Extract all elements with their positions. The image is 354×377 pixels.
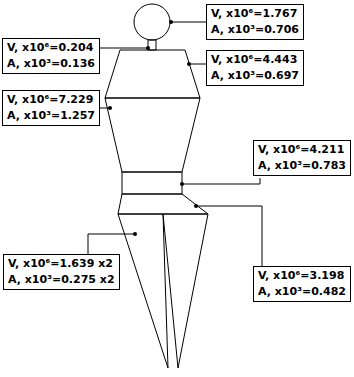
value-text: A, x10³=0.706: [211, 22, 299, 38]
value-text: V, x10⁶=0.204: [7, 40, 95, 56]
value-box: V, x10⁶=4.211A, x10³=0.783: [253, 140, 351, 176]
leader-line: [171, 22, 210, 23]
leader-line: [196, 206, 262, 266]
value-text: A, x10³=0.482: [258, 284, 346, 300]
value-text: A, x10³=0.783: [258, 158, 346, 174]
value-text: V, x10⁶=7.229: [7, 92, 95, 108]
value-box: V, x10⁶=3.198A, x10³=0.482: [253, 266, 351, 302]
abdomen-shape: [105, 98, 200, 172]
chest-shape: [105, 50, 200, 98]
head-shape: [134, 4, 170, 40]
leader-dot: [146, 46, 150, 50]
leader-dot: [194, 204, 198, 208]
value-box: V, x10⁶=4.443A, x10³=0.697: [206, 50, 304, 86]
leader-line: [88, 234, 135, 254]
value-box: V, x10⁶=0.204A, x10³=0.136: [2, 38, 100, 74]
leader-dot: [169, 20, 173, 24]
value-text: A, x10³=1.257: [7, 108, 95, 124]
leg-shape: [118, 214, 168, 368]
leader-line: [100, 48, 148, 49]
value-text: V, x10⁶=1.767: [211, 6, 299, 22]
value-text: V, x10⁶=4.211: [258, 142, 346, 158]
leader-dot: [187, 62, 191, 66]
value-text: V, x10⁶=4.443: [211, 52, 299, 68]
leader-dot: [180, 182, 184, 186]
value-box: V, x10⁶=1.639 x2A, x10³=0.275 x2: [3, 254, 120, 290]
value-text: V, x10⁶=1.639 x2: [8, 256, 115, 272]
value-text: A, x10³=0.275 x2: [8, 272, 115, 288]
value-box: V, x10⁶=7.229A, x10³=1.257: [2, 90, 100, 126]
value-text: A, x10³=0.697: [211, 68, 299, 84]
leader-dot: [133, 232, 137, 236]
value-text: V, x10⁶=3.198: [258, 268, 346, 284]
leader-line: [182, 178, 260, 184]
value-text: A, x10³=0.136: [7, 56, 95, 72]
leg-shape: [163, 214, 208, 368]
leader-dot: [108, 106, 112, 110]
value-box: V, x10⁶=1.767A, x10³=0.706: [206, 4, 304, 40]
hip-shape: [122, 172, 182, 194]
pelvis-shape: [118, 194, 208, 214]
